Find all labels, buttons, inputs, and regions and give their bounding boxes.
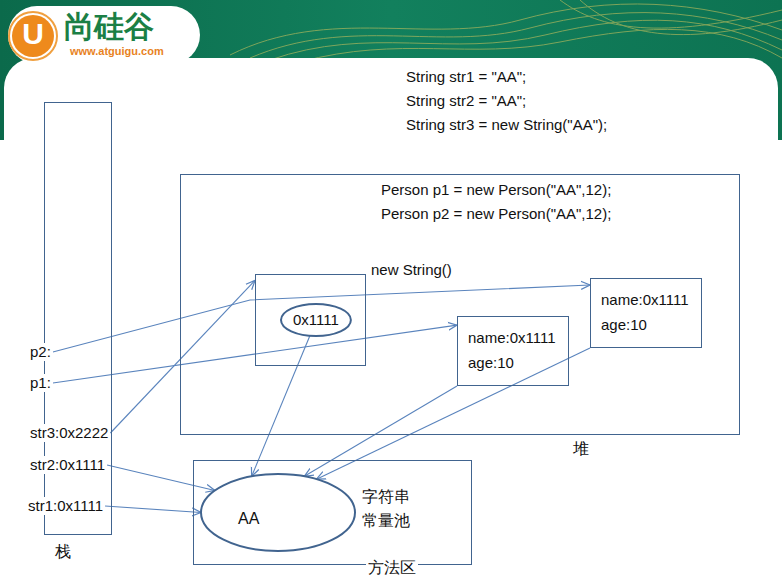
box-text: 0x1111 bbox=[293, 311, 339, 329]
text-slot: age:10 bbox=[601, 316, 647, 334]
reference-arrow bbox=[105, 506, 201, 513]
text-slot: 字符串 常量池 bbox=[362, 485, 413, 533]
content-panel bbox=[4, 58, 778, 585]
box-heading: 堆 bbox=[573, 439, 589, 458]
box-heading: 栈 bbox=[55, 542, 71, 561]
code-line: String str2 = "AA"; bbox=[406, 92, 526, 110]
string-object-box: new String()0x1111 bbox=[255, 274, 366, 366]
text-slot: p2: bbox=[28, 343, 53, 361]
text-slot: str1:0x1111 bbox=[26, 497, 105, 515]
text-slot: str2:0x1111 bbox=[28, 456, 107, 474]
box-text: age:10 bbox=[601, 316, 647, 334]
box-heading: new String() bbox=[371, 261, 452, 279]
box-text: str2:0x1111 bbox=[28, 456, 107, 474]
banner-waves bbox=[230, 0, 782, 62]
code-line: String str3 = new String("AA"); bbox=[406, 116, 607, 134]
label-slot: String str1 = "AA"; bbox=[406, 68, 526, 86]
label-slot: String str2 = "AA"; bbox=[406, 92, 526, 110]
text-slot: name:0x1111 bbox=[601, 291, 689, 309]
box-text: name:0x1111 bbox=[468, 329, 556, 347]
logo-name: 尚硅谷 bbox=[64, 9, 154, 45]
text-slot: AA bbox=[238, 509, 259, 528]
text-slot: Person p1 = new Person("AA",12); bbox=[381, 181, 611, 199]
box-text: str1:0x1111 bbox=[26, 497, 105, 515]
stack-variable: str3:0x2222 bbox=[28, 424, 110, 442]
box-text: age:10 bbox=[468, 354, 514, 372]
text-slot: new String() bbox=[371, 261, 452, 279]
box-heading: 方法区 bbox=[366, 558, 418, 577]
text-slot: 0x1111 bbox=[293, 311, 339, 329]
stack-box: 栈p2:p1:str3:0x2222str2:0x1111str1:0x1111 bbox=[44, 102, 112, 535]
ellipse-shape bbox=[201, 474, 355, 551]
person-object-box: name:0x1111 age:10 bbox=[590, 278, 702, 348]
heap-box: Person p1 = new Person("AA",12); Person p… bbox=[180, 174, 740, 435]
box-text: p2: bbox=[28, 343, 53, 361]
ellipse-shape bbox=[281, 304, 351, 336]
stack-variable: p1: bbox=[28, 374, 53, 392]
box-text: Person p2 = new Person("AA",12); bbox=[381, 205, 611, 223]
logo-letter: U bbox=[11, 16, 55, 52]
box-text: Person p1 = new Person("AA",12); bbox=[381, 181, 611, 199]
box-text: p1: bbox=[28, 374, 53, 392]
logo-url: www.atguigu.com bbox=[70, 45, 164, 58]
label-slot: U bbox=[11, 16, 55, 52]
label-slot: String str3 = new String("AA"); bbox=[406, 116, 607, 134]
logo-pill bbox=[8, 6, 200, 64]
code-line: String str1 = "AA"; bbox=[406, 68, 526, 86]
logo-ring bbox=[9, 12, 57, 60]
reference-ellipse: 0x1111 bbox=[280, 303, 352, 337]
logo-circle bbox=[12, 15, 54, 57]
reference-arrow bbox=[110, 280, 255, 433]
box-text: str3:0x2222 bbox=[28, 424, 110, 442]
text-slot: 栈 bbox=[55, 542, 71, 561]
stack-variable: str2:0x1111 bbox=[28, 456, 107, 474]
text-slot: p1: bbox=[28, 374, 53, 392]
text-slot: age:10 bbox=[468, 354, 514, 372]
box-text: name:0x1111 bbox=[601, 291, 689, 309]
reference-arrow bbox=[304, 386, 457, 476]
box-heading: 字符串 常量池 bbox=[362, 485, 413, 533]
label-slot: 尚硅谷 bbox=[64, 9, 154, 45]
text-slot: Person p2 = new Person("AA",12); bbox=[381, 205, 611, 223]
text-slot: name:0x1111 bbox=[468, 329, 556, 347]
string-pool-ellipse: AA字符串 常量池 bbox=[200, 473, 356, 552]
method-area-box: 方法区AA字符串 常量池 bbox=[193, 460, 472, 565]
label-slot: www.atguigu.com bbox=[70, 45, 164, 58]
text-slot: 堆 bbox=[573, 439, 589, 458]
text-slot: str3:0x2222 bbox=[28, 424, 110, 442]
box-text: AA bbox=[238, 509, 259, 528]
reference-arrow bbox=[107, 465, 215, 490]
ellipse-outline bbox=[200, 473, 356, 552]
reference-arrow bbox=[252, 336, 310, 477]
reference-arrow bbox=[53, 285, 590, 352]
stack-variable: p2: bbox=[28, 343, 53, 361]
text-slot: 方法区 bbox=[366, 558, 418, 577]
person-object-box: name:0x1111 age:10 bbox=[457, 316, 569, 386]
stack-variable: str1:0x1111 bbox=[26, 497, 105, 515]
